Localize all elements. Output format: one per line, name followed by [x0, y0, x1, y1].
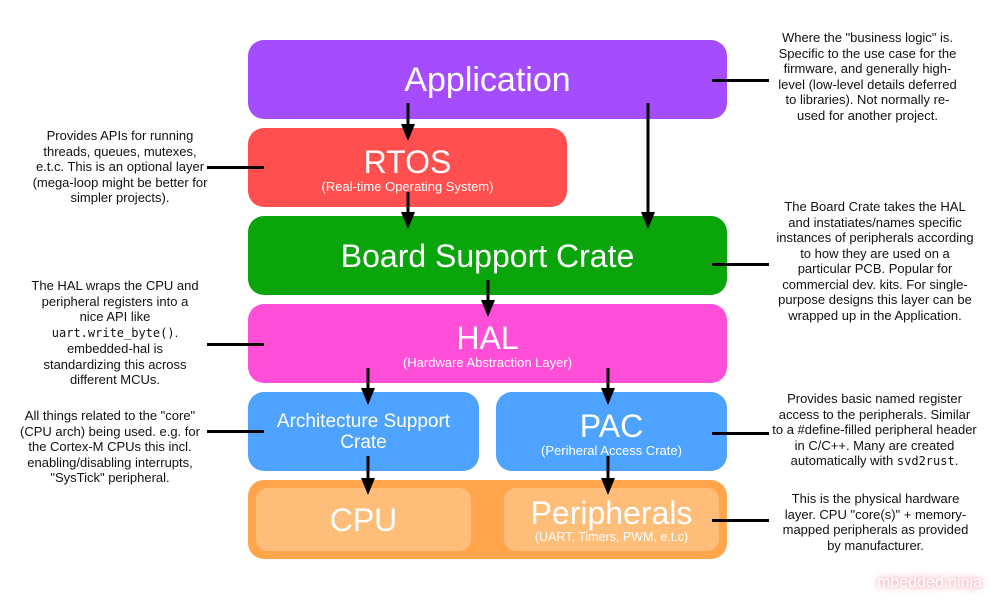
note-bsc: The Board Crate takes the HAL and instat…: [776, 199, 974, 323]
architecture-support-crate-layer: Architecture Support Crate: [248, 392, 479, 471]
note-hal-text1: The HAL wraps the CPU and peripheral reg…: [31, 278, 199, 324]
note-pac-text: Provides basic named register access to …: [772, 391, 977, 468]
leader-application: [712, 79, 769, 82]
note-hardware: This is the physical hardware layer. CPU…: [782, 491, 969, 553]
hal-layer: HAL (Hardware Abstraction Layer): [248, 304, 727, 383]
board-support-crate-layer: Board Support Crate: [248, 216, 727, 295]
peripherals-title: Peripherals: [530, 495, 693, 532]
application-layer: Application: [248, 40, 727, 119]
peripherals-block: Peripherals (UART, Timers, PWM, e.t.c): [504, 488, 719, 551]
leader-hal: [207, 343, 264, 346]
note-hal-text2: . embedded-hal is standardizing this acr…: [43, 324, 187, 388]
peripherals-subtitle: (UART, Timers, PWM, e.t.c): [534, 530, 689, 545]
leader-pac: [712, 432, 769, 435]
application-title: Application: [404, 60, 571, 99]
pac-title: PAC: [579, 408, 644, 444]
rtos-title: RTOS: [363, 144, 452, 180]
note-rtos: Provides APIs for running threads, queue…: [32, 128, 208, 205]
cpu-title: CPU: [329, 501, 398, 538]
note-hal-code: uart.write_byte(): [51, 325, 175, 340]
pac-subtitle: (Periheral Access Crate): [541, 443, 682, 458]
note-application: Where the "business logic" is. Specific …: [778, 30, 957, 123]
note-hal: The HAL wraps the CPU and peripheral reg…: [30, 278, 200, 388]
note-pac-end: .: [954, 453, 959, 468]
arch-title: Architecture Support Crate: [276, 410, 451, 453]
hal-title: HAL: [456, 320, 519, 356]
hal-subtitle: (Hardware Abstraction Layer): [402, 355, 573, 370]
pac-layer: PAC (Periheral Access Crate): [496, 392, 727, 471]
watermark: mbedded.ninja: [877, 574, 982, 591]
leader-bsc: [712, 263, 769, 266]
leader-arch: [207, 430, 264, 433]
leader-hardware: [712, 519, 769, 522]
cpu-block: CPU: [256, 488, 471, 551]
note-pac: Provides basic named register access to …: [772, 391, 977, 470]
note-arch: All things related to the "core" (CPU ar…: [20, 408, 200, 485]
note-pac-code: svd2rust: [896, 454, 955, 468]
leader-rtos: [207, 166, 264, 169]
bsc-title: Board Support Crate: [340, 237, 635, 274]
rtos-layer: RTOS (Real-time Operating System): [248, 128, 567, 207]
rtos-subtitle: (Real-time Operating System): [321, 179, 494, 194]
